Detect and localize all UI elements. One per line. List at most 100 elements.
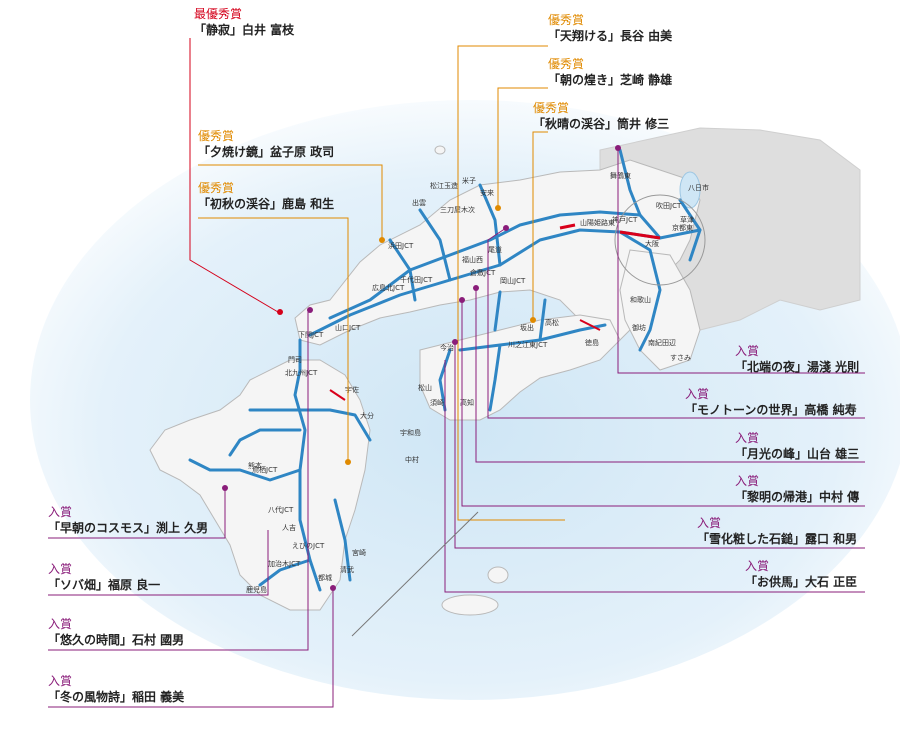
award-category: 入賞 xyxy=(745,559,770,573)
place-label: 熊本 xyxy=(248,461,262,470)
award-excellent: 優秀賞 「朝の煌き」芝崎 静雄 xyxy=(548,56,672,88)
award-entry: 入賞 「お供馬」大石 正臣 xyxy=(745,558,857,590)
place-label: 宇和島 xyxy=(400,428,421,437)
island xyxy=(441,594,499,616)
place-label: 高松 xyxy=(545,318,559,327)
award-title: 「天翔ける」長谷 由美 xyxy=(548,29,673,43)
place-label: 御坊 xyxy=(632,323,646,332)
award-category: 優秀賞 xyxy=(533,101,570,115)
place-label: 坂出 xyxy=(520,323,534,332)
award-grand: 最優秀賞 「静寂」白井 富枝 xyxy=(194,6,294,38)
award-category: 優秀賞 xyxy=(548,57,585,71)
point-entry xyxy=(222,485,228,491)
point-entry xyxy=(503,225,509,231)
award-entry: 入賞 「北端の夜」湯淺 光則 xyxy=(735,343,859,375)
shikoku-land xyxy=(419,314,621,421)
award-category: 入賞 xyxy=(697,516,722,530)
award-title: 「雪化粧した石鎚」露口 和男 xyxy=(697,532,858,546)
place-label: 高知 xyxy=(460,398,474,407)
leader-amakakeru xyxy=(457,45,565,521)
award-entry: 入賞 「モノトーンの世界」高橋 純寿 xyxy=(685,386,857,418)
place-label: 福山西 xyxy=(462,255,483,264)
place-label: 尾道 xyxy=(488,245,502,254)
place-label: 須崎 xyxy=(430,398,444,407)
award-title: 「悠久の時間」石村 國男 xyxy=(48,633,185,647)
place-label: 米子 xyxy=(462,176,476,185)
award-entry: 入賞 「悠久の時間」石村 國男 xyxy=(48,616,184,648)
award-entry: 入賞 「雪化粧した石鎚」露口 和男 xyxy=(697,515,857,547)
leader-lines xyxy=(48,38,865,708)
point-excellent xyxy=(345,459,351,465)
award-title: 「お供馬」大石 正臣 xyxy=(745,575,858,589)
point-entry xyxy=(452,339,458,345)
place-label: 広島北JCT xyxy=(372,283,405,292)
award-category: 入賞 xyxy=(48,505,73,519)
place-label: 徳島 xyxy=(585,338,599,347)
point-entry xyxy=(307,307,313,313)
place-label: 倉敷JCT xyxy=(470,268,496,277)
place-label: 出雲 xyxy=(412,198,426,207)
leader-asanokirameki xyxy=(497,87,548,208)
bridge-route xyxy=(559,223,576,230)
island xyxy=(487,566,509,584)
photo-points xyxy=(222,145,621,591)
leader-shoshu xyxy=(198,217,349,462)
place-label: 鳥栖JCT xyxy=(252,465,278,474)
place-label: 浜田JCT xyxy=(388,241,414,250)
place-label: 南紀田辺 xyxy=(648,338,676,347)
award-category: 優秀賞 xyxy=(198,181,235,195)
osaka-area-circle xyxy=(614,194,706,286)
award-excellent: 優秀賞 「初秋の渓谷」鹿島 和生 xyxy=(198,180,334,212)
place-label: 草津 xyxy=(680,215,694,224)
award-title: 「初秋の渓谷」鹿島 和生 xyxy=(198,197,335,211)
scale-divider xyxy=(351,511,479,637)
place-label: 川之江東JCT xyxy=(508,340,548,349)
award-category: 入賞 xyxy=(735,344,760,358)
leader-shusei xyxy=(532,131,548,320)
place-label: 宇佐 xyxy=(345,385,359,394)
place-label: 大阪 xyxy=(645,239,659,248)
award-entry: 入賞 「月光の峰」山台 雄三 xyxy=(735,430,859,462)
award-category: 最優秀賞 xyxy=(194,7,243,21)
place-label: 北九州JCT xyxy=(285,368,318,377)
place-label: 都城 xyxy=(318,574,332,582)
leader-fuyu xyxy=(48,588,334,708)
award-category: 入賞 xyxy=(685,387,710,401)
award-title: 「朝の煌き」芝崎 静雄 xyxy=(548,73,673,87)
place-label: 人吉 xyxy=(282,524,296,532)
place-label: すさみ xyxy=(670,354,691,362)
award-excellent: 優秀賞 「秋晴の渓谷」筒井 修三 xyxy=(533,100,669,132)
place-label: 今治 xyxy=(440,343,454,352)
point-entry xyxy=(615,145,621,151)
place-label: 鹿児島 xyxy=(246,585,267,594)
award-title: 「早朝のコスモス」渕上 久男 xyxy=(48,521,209,535)
leader-sobabatake xyxy=(48,530,269,596)
place-label: 大分 xyxy=(360,411,374,420)
place-label: 八日市 xyxy=(688,183,709,192)
leader-otomouma xyxy=(444,360,865,593)
point-excellent xyxy=(379,237,385,243)
award-title: 「ソバ畑」福原 良一 xyxy=(48,578,161,592)
award-excellent: 優秀賞 「夕焼け鏡」盆子原 政司 xyxy=(198,128,334,160)
point-excellent xyxy=(530,317,536,323)
point-excellent xyxy=(495,205,501,211)
place-label: 松山 xyxy=(418,383,432,392)
place-label: 岡山JCT xyxy=(500,276,526,285)
award-entry: 入賞 「ソバ畑」福原 良一 xyxy=(48,561,160,593)
leader-grand xyxy=(189,38,279,313)
award-category: 入賞 xyxy=(735,474,760,488)
award-category: 優秀賞 xyxy=(548,13,585,27)
place-label: 安来 xyxy=(480,188,494,197)
award-entry: 入賞 「黎明の帰港」中村 傳 xyxy=(735,473,859,505)
leader-reimei xyxy=(461,300,865,507)
place-label: 中村 xyxy=(405,455,419,464)
award-category: 優秀賞 xyxy=(198,129,235,143)
place-label: 加治木JCT xyxy=(268,559,301,568)
leader-hokutan xyxy=(617,148,865,374)
place-label: 下関JCT xyxy=(298,331,324,339)
leader-yukyu xyxy=(48,310,309,651)
place-label: 宮崎 xyxy=(352,548,366,557)
award-category: 入賞 xyxy=(735,431,760,445)
award-title: 「冬の風物詩」稲田 義美 xyxy=(48,690,185,704)
